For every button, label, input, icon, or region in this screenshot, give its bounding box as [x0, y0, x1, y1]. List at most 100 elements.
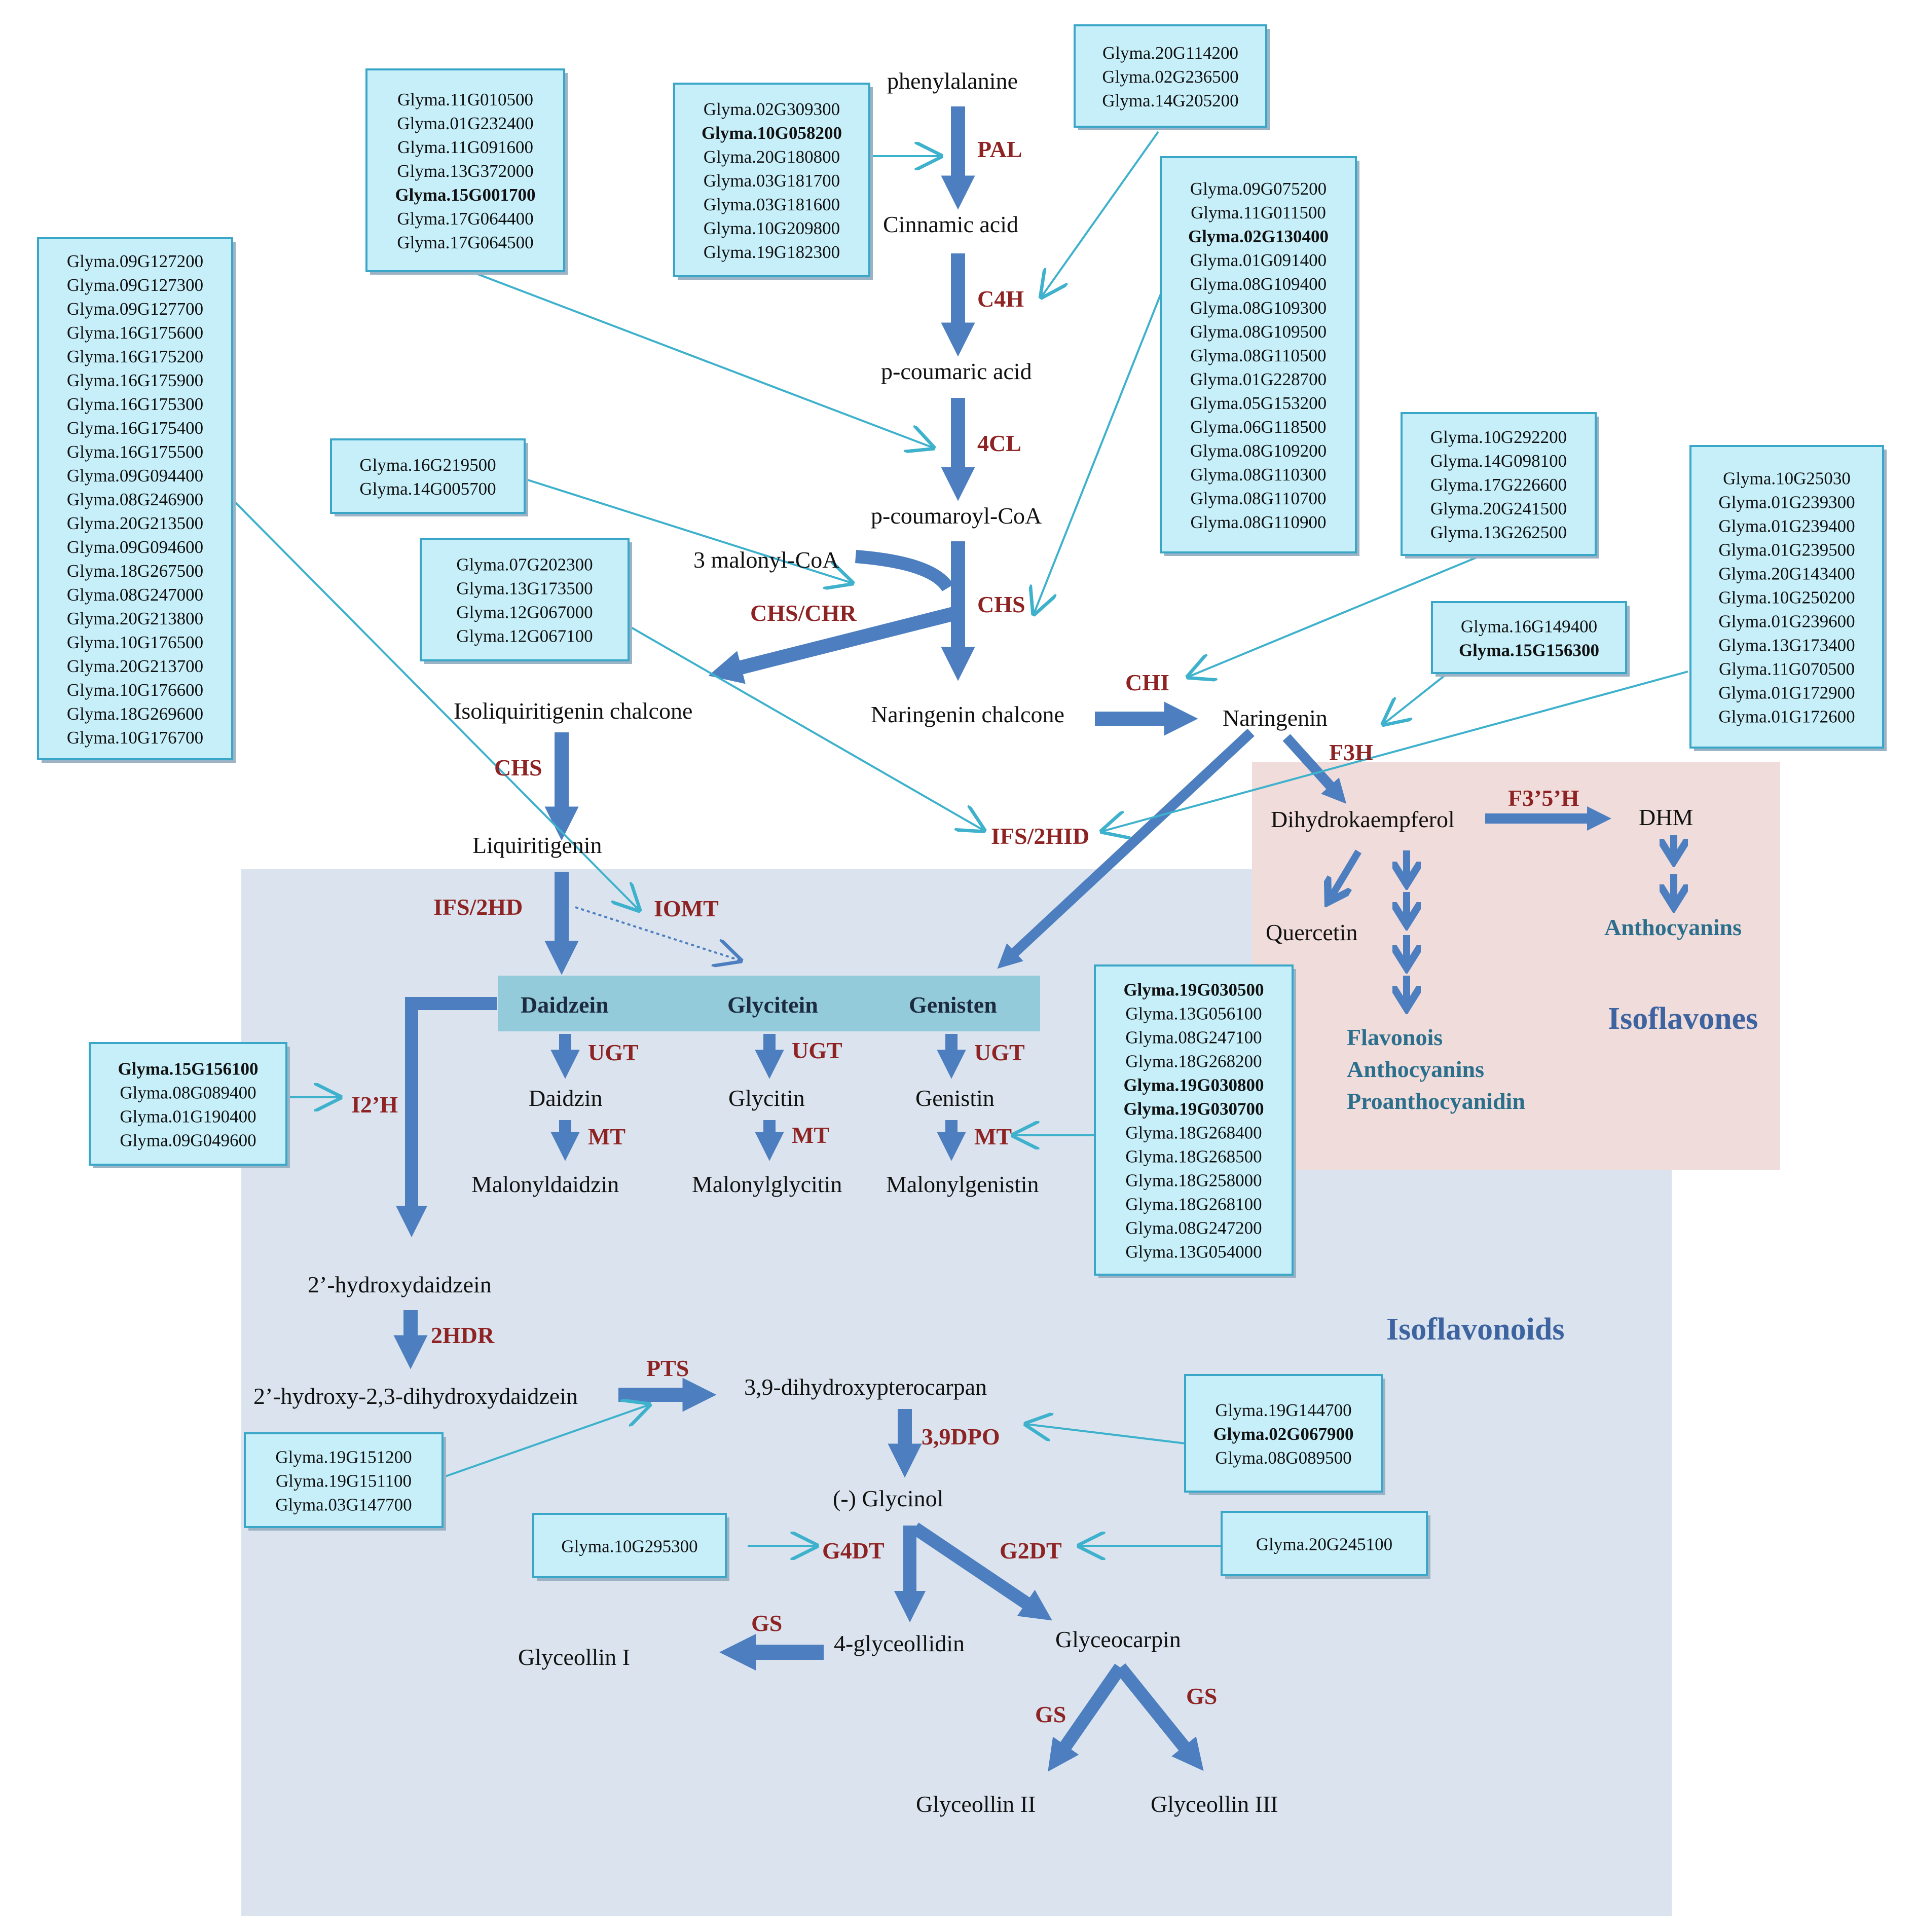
gene-id: Glyma.13G262500	[1430, 523, 1567, 542]
gene-box-cl4: Glyma.11G010500Glyma.01G232400Glyma.11G0…	[365, 68, 568, 275]
arrow-f3h	[1282, 734, 1347, 804]
metab-malonylgenistin: Malonylgenistin	[886, 1171, 1039, 1197]
gene-id: Glyma.16G175300	[67, 394, 203, 414]
gene-id: Glyma.18G268200	[1125, 1052, 1262, 1071]
metab-dhm: DHM	[1639, 804, 1693, 830]
gene-id: Glyma.01G239500	[1718, 540, 1855, 560]
gene-box-frame	[365, 68, 565, 272]
gene-id: Glyma.09G127200	[67, 251, 203, 271]
gene-id: Glyma.20G213500	[67, 513, 203, 533]
gene-box-mt: Glyma.19G030500Glyma.13G056100Glyma.08G2…	[1094, 964, 1296, 1278]
metab-malonyl-coa: 3 malonyl-CoA	[693, 547, 839, 573]
gene-box-chs: Glyma.09G075200Glyma.11G011500Glyma.02G1…	[1160, 156, 1359, 556]
metab-genisten: Genisten	[909, 992, 997, 1018]
gene-box-frame	[1160, 156, 1357, 553]
gene-box-frame	[1074, 24, 1267, 128]
gene-id: Glyma.11G010500	[397, 90, 533, 109]
gene-id: Glyma.19G030500	[1123, 980, 1264, 1000]
metab-daidzein: Daidzein	[521, 992, 609, 1018]
arrow-naringenin-genisten	[997, 728, 1255, 969]
isoflavone-chevrons	[1328, 835, 1674, 1009]
gene-id: Glyma.15G001700	[395, 185, 535, 205]
gene-id: Glyma.08G246900	[67, 490, 203, 509]
gene-id: Glyma.08G089500	[1215, 1448, 1351, 1468]
gene-id: Glyma.10G058200	[702, 123, 842, 143]
gene-id: Glyma.18G258000	[1125, 1171, 1262, 1191]
gene-id: Glyma.06G118500	[1191, 417, 1327, 437]
gene-id: Glyma.09G049600	[120, 1131, 256, 1150]
isoflavonoids-title: Isoflavonoids	[1386, 1312, 1564, 1347]
enzyme-g2dt: G2DT	[1000, 1538, 1062, 1564]
gene-box-frame	[673, 83, 870, 277]
isoflavones-title: Isoflavones	[1608, 1001, 1758, 1036]
gene-box-frame	[1401, 412, 1597, 556]
metab-quercetin: Quercetin	[1266, 919, 1357, 945]
gene-id: Glyma.18G269600	[67, 704, 203, 724]
gene-id: Glyma.10G176500	[67, 633, 203, 652]
iomt-dotted-arrow	[575, 906, 740, 960]
gene-connectors	[231, 131, 1688, 1546]
metab-anthocyanins: Anthocyanins	[1604, 914, 1742, 940]
gene-id: Glyma.20G245100	[1256, 1535, 1392, 1554]
gene-id: Glyma.19G151100	[276, 1471, 412, 1491]
gene-id: Glyma.16G175200	[67, 347, 203, 366]
gene-box-g2dt: Glyma.20G245100	[1221, 1511, 1430, 1579]
arrow-g2dt	[911, 1522, 1052, 1621]
metab-dihydroxypterocarpan: 3,9-dihydroxypterocarpan	[744, 1374, 987, 1400]
gene-id: Glyma.15G156300	[1459, 641, 1599, 660]
gene-box-frame	[37, 237, 233, 760]
metab-liquiritigenin: Liquiritigenin	[472, 832, 602, 858]
enzyme-gs-2: GS	[1035, 1701, 1066, 1727]
gene-id: Glyma.18G267500	[67, 561, 203, 581]
gene-id: Glyma.08G110300	[1191, 465, 1327, 485]
gene-id: Glyma.18G268400	[1125, 1123, 1262, 1143]
gene-id: Glyma.20G213700	[67, 656, 203, 676]
gene-id: Glyma.09G075200	[1190, 179, 1327, 199]
gene-id: Glyma.01G172600	[1718, 707, 1855, 727]
gene-id: Glyma.17G226600	[1430, 475, 1567, 495]
gene-id: Glyma.02G309300	[704, 99, 840, 119]
gene-id: Glyma.11G091600	[397, 137, 533, 157]
gene-id: Glyma.01G239300	[1718, 493, 1855, 512]
gene-id: Glyma.01G239600	[1718, 612, 1855, 631]
metabolites: phenylalanine Cinnamic acid p-coumaric a…	[253, 68, 1742, 1817]
gene-box-frame	[1431, 601, 1627, 674]
isoflavones-region	[1252, 762, 1780, 1170]
gene-id: Glyma.13G372000	[397, 161, 533, 181]
enzyme-4cl: 4CL	[977, 430, 1021, 456]
enzymes: PAL C4H 4CL CHS CHS/CHR CHI CHS F3H F3’5…	[351, 136, 1579, 1727]
gene-box-frame	[1184, 1374, 1383, 1493]
gene-id: Glyma.16G175400	[67, 418, 203, 438]
gene-box-c4h: Glyma.20G114200Glyma.02G236500Glyma.14G2…	[1074, 24, 1270, 130]
gene-id: Glyma.19G151200	[275, 1447, 412, 1467]
gene-box-frame	[89, 1042, 287, 1166]
gene-id: Glyma.08G109400	[1190, 274, 1327, 294]
gene-box-frame	[1221, 1511, 1428, 1576]
metab-p-coumaroyl-coa: p-coumaroyl-CoA	[871, 503, 1042, 529]
gene-id: Glyma.15G156100	[118, 1059, 258, 1079]
gene-id: Glyma.12G067100	[456, 626, 593, 646]
gene-id: Glyma.13G173400	[1718, 636, 1855, 655]
gene-id: Glyma.08G110500	[1191, 346, 1327, 365]
metab-naringenin: Naringenin	[1223, 705, 1328, 731]
gene-box-frame	[420, 538, 630, 661]
metab-malonylglycitin: Malonylglycitin	[692, 1171, 842, 1197]
gene-id: Glyma.14G205200	[1102, 91, 1238, 110]
enzyme-gs-3: GS	[1186, 1683, 1217, 1709]
gene-id: Glyma.12G067000	[456, 603, 593, 622]
metab-phenylalanine: phenylalanine	[887, 68, 1018, 94]
arrow-gs-glyceollin3	[1115, 1663, 1204, 1771]
enzyme-iomt: IOMT	[654, 896, 719, 921]
enzyme-pts: PTS	[646, 1355, 689, 1381]
gene-id: Glyma.13G173500	[456, 579, 593, 599]
gene-id: Glyma.03G147700	[275, 1495, 412, 1515]
enzyme-chs-chr: CHS/CHR	[750, 600, 857, 626]
gene-id: Glyma.19G182300	[704, 242, 840, 262]
metab-dihydrokaempferol: Dihydrokaempferol	[1271, 806, 1455, 832]
gene-id: Glyma.16G219500	[359, 455, 496, 475]
gene-box-frame	[532, 1513, 727, 1578]
enzyme-chi: CHI	[1125, 670, 1169, 695]
gene-id: Glyma.18G268100	[1125, 1195, 1262, 1214]
